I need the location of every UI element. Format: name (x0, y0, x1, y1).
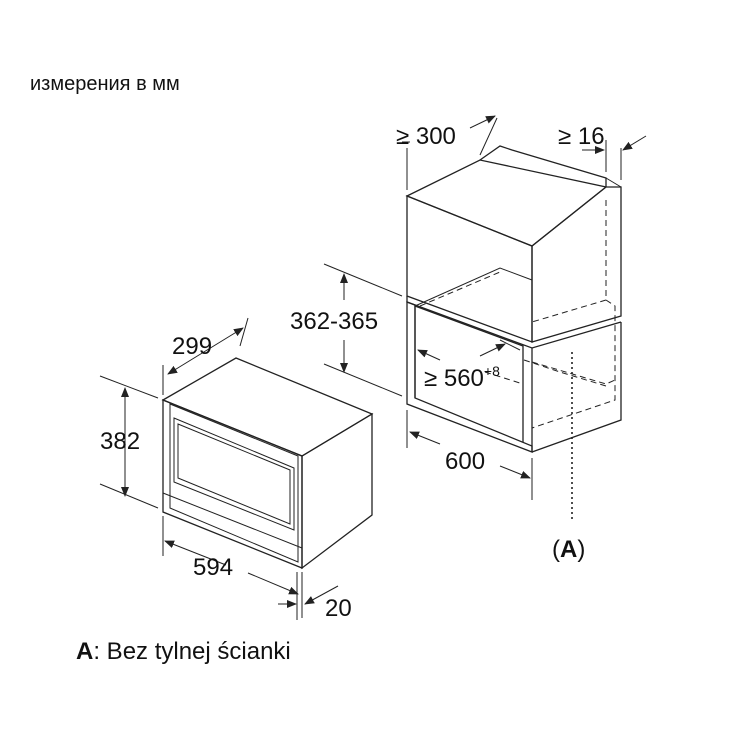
legend: A: Bez tylnej ścianki (76, 638, 291, 665)
cabinet-drawing (405, 145, 622, 522)
appliance-top (161, 357, 374, 457)
marker-letter: A (560, 536, 577, 563)
cabinet-upper-front (406, 195, 533, 343)
microwave-drawing (161, 357, 374, 570)
appliance-height-label: 382 (100, 428, 140, 455)
dim-niche-width: ≥ 560+8 (417, 343, 506, 392)
niche-depth-label: 600 (445, 448, 485, 475)
niche-height-label: 362-365 (290, 308, 378, 335)
legend-key: A (76, 638, 93, 665)
appliance-side (301, 412, 373, 570)
niche-top-depth-label: ≥ 300 (396, 123, 456, 150)
unit-caption: измерения в мм (30, 73, 180, 95)
dim-appliance-depth: 299 (162, 317, 249, 395)
legend-text: : Bez tylnej ścianki (93, 638, 290, 665)
cabinet-top (405, 159, 608, 247)
appliance-door-window (177, 423, 291, 525)
dim-niche-height: 362-365 (290, 263, 403, 397)
appliance-front-label: 20 (325, 595, 352, 622)
dim-appliance-front: 20 (278, 572, 352, 622)
dim-appliance-width: 594 (162, 516, 303, 618)
dim-niche-gap: ≥ 16 (558, 123, 647, 180)
dim-appliance-height: 382 (99, 375, 159, 509)
open-back-marker: (A) (552, 536, 585, 563)
marker-paren-open: ( (552, 536, 560, 563)
niche-width-tolerance: +8 (484, 363, 500, 379)
dim-niche-top-depth: ≥ 300 (396, 115, 498, 190)
niche-width-value: ≥ 560 (424, 365, 484, 392)
niche-gap-label: ≥ 16 (558, 123, 605, 150)
appliance-width-label: 594 (193, 554, 233, 581)
appliance-depth-label: 299 (172, 333, 212, 360)
appliance-front (162, 399, 303, 569)
niche-width-label: ≥ 560+8 (424, 363, 500, 392)
dim-niche-depth: 600 (406, 410, 533, 500)
marker-paren-close: ) (577, 536, 585, 563)
